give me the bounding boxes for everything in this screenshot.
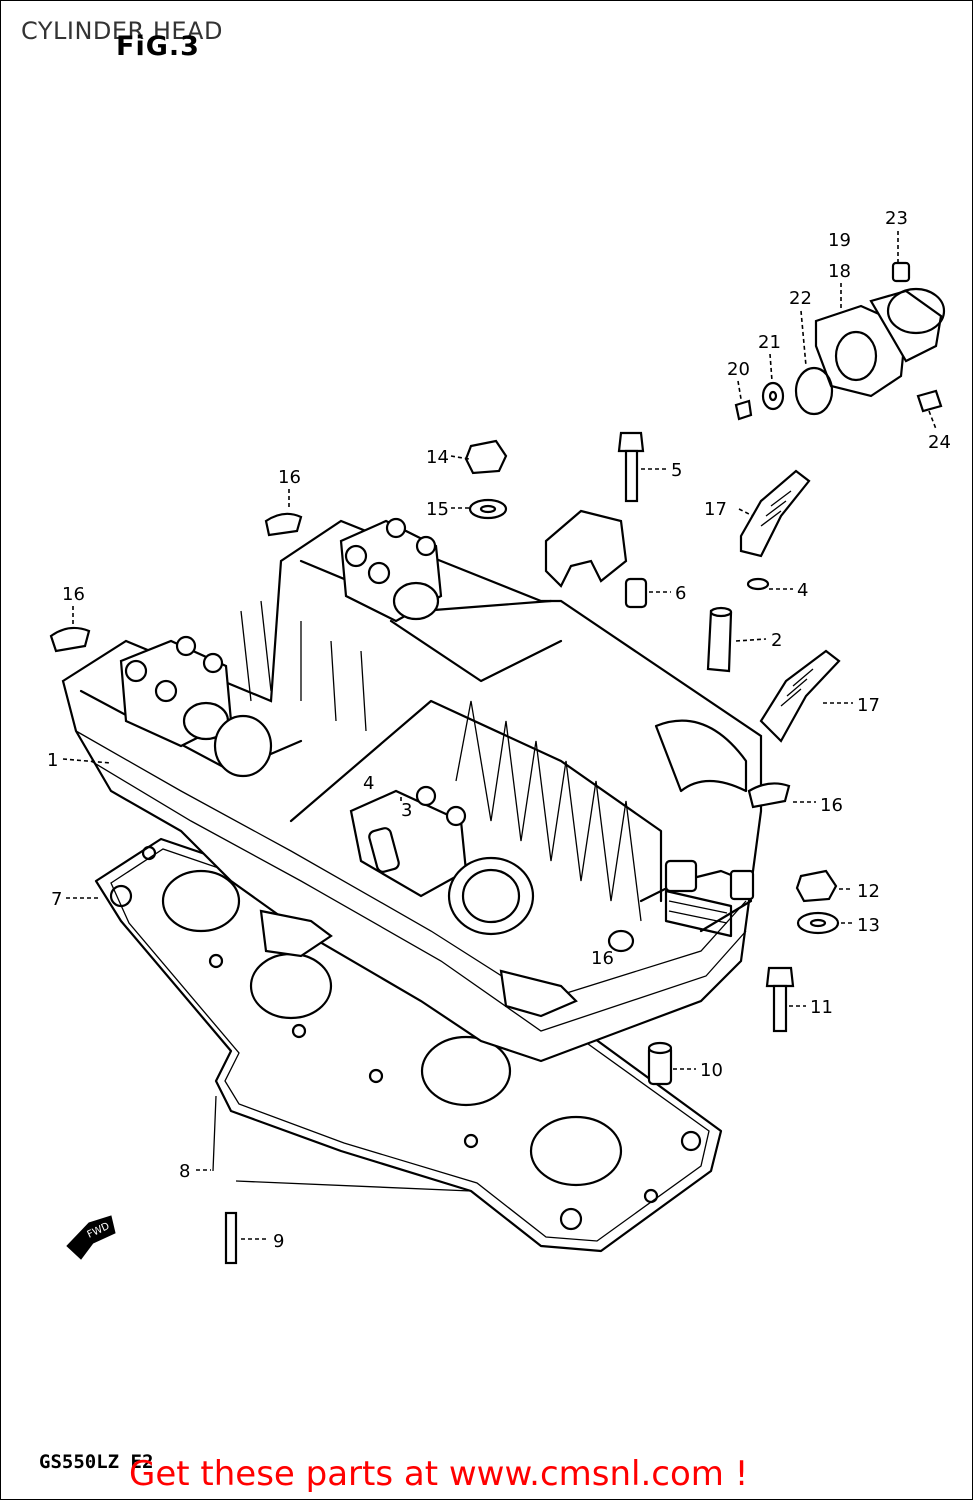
washer-15 <box>468 498 508 520</box>
dowel-pin-10 <box>647 1041 673 1086</box>
dowel-6 <box>624 577 648 609</box>
callout-11: 11 <box>810 997 833 1018</box>
callout-15: 15 <box>426 499 449 520</box>
screw-20 <box>734 399 753 421</box>
callout-2: 2 <box>771 630 782 651</box>
model-code: GS550LZ E2 <box>39 1451 154 1473</box>
stud-9 <box>224 1211 238 1265</box>
callout-7: 7 <box>51 889 62 910</box>
plug-washer-4 <box>746 577 770 591</box>
callout-labels: 1 2 3 4 4 5 6 7 8 9 10 11 12 <box>47 208 951 1252</box>
callout-22: 22 <box>789 288 812 309</box>
callout-21: 21 <box>758 332 781 353</box>
callout-3: 3 <box>401 800 412 821</box>
o-ring-22 <box>794 366 834 416</box>
bolt-11 <box>765 966 795 1033</box>
washer-21 <box>761 381 785 411</box>
screw-24 <box>916 389 943 413</box>
nut-14 <box>464 439 508 475</box>
callout-1: 1 <box>47 750 58 771</box>
callout-17-upper: 17 <box>704 499 727 520</box>
callout-17-lower: 17 <box>857 695 880 716</box>
page-title: CYLINDER HEAD <box>21 17 223 45</box>
valve-guide-2 <box>706 606 733 673</box>
callout-12: 12 <box>857 881 880 902</box>
callout-14: 14 <box>426 447 449 468</box>
callout-16-left: 16 <box>62 584 85 605</box>
callout-6: 6 <box>675 583 686 604</box>
cylinder-head-drawing <box>61 517 763 1063</box>
callout-24: 24 <box>928 432 951 453</box>
clamp-23 <box>886 261 946 335</box>
callout-19: 19 <box>828 230 851 251</box>
callout-20: 20 <box>727 359 750 380</box>
cam-chain-guide-pads-16 <box>49 512 791 809</box>
callout-13: 13 <box>857 915 880 936</box>
forward-arrow-icon: FWD <box>66 1215 116 1260</box>
callout-4-upper: 4 <box>797 580 808 601</box>
callout-18: 18 <box>828 261 851 282</box>
callout-16-center: 16 <box>591 948 614 969</box>
callout-4-lower: 4 <box>363 773 374 794</box>
callout-16-top: 16 <box>278 467 301 488</box>
spark-plug-lower-17 <box>759 649 841 743</box>
washer-13 <box>796 911 840 935</box>
intake-pipe-18 <box>814 289 943 398</box>
stud-5 <box>617 431 645 503</box>
callout-8: 8 <box>179 1161 190 1182</box>
cam-holder-cap <box>544 509 628 588</box>
spark-plug-upper-17 <box>739 469 811 558</box>
nut-12 <box>795 869 838 903</box>
figure-label: FiG.3 <box>116 31 200 62</box>
callout-23: 23 <box>885 208 908 229</box>
callout-16-right: 16 <box>820 795 843 816</box>
callout-5: 5 <box>671 460 682 481</box>
callout-10: 10 <box>700 1060 723 1081</box>
buy-parts-link[interactable]: Get these parts at www.cmsnl.com ! <box>129 1454 749 1494</box>
callout-9: 9 <box>273 1231 284 1252</box>
